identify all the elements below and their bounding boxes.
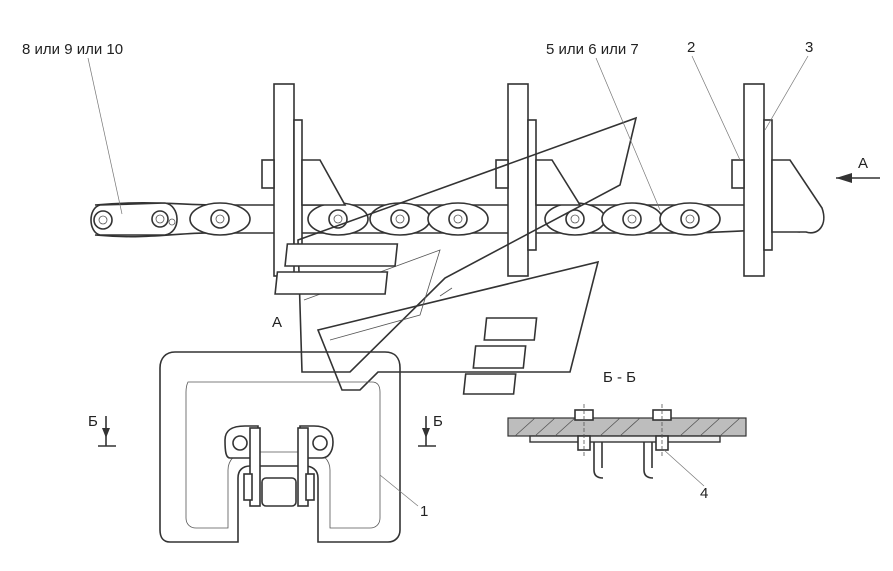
callout-link: 5 или 6 или 7 — [546, 41, 639, 58]
callout-leaders — [87, 55, 809, 507]
scraper-1 — [261, 83, 347, 277]
section-b-b: Б - Б — [507, 369, 747, 479]
section-mark-left-label: Б — [88, 413, 98, 430]
callout-2: 2 — [687, 39, 695, 56]
section-mark-right: Б — [418, 413, 443, 447]
callout-chain-end: 8 или 9 или 10 — [22, 41, 123, 58]
chain-end-link — [90, 202, 178, 236]
callout-3: 3 — [805, 39, 813, 56]
front-view — [159, 351, 401, 543]
view-a-arrow-label: А — [858, 155, 868, 172]
callout-1: 1 — [420, 503, 428, 520]
section-mark-left: Б — [88, 413, 116, 447]
scraper-view-a — [274, 116, 638, 395]
chain-assembly — [90, 83, 825, 277]
callout-4: 4 — [700, 485, 708, 502]
view-a-label: А — [272, 314, 282, 331]
view-a-arrow: А — [836, 155, 880, 183]
scraper-3 — [731, 83, 825, 277]
scraper-2 — [495, 83, 582, 277]
section-title: Б - Б — [603, 369, 636, 386]
section-mark-right-label: Б — [433, 413, 443, 430]
